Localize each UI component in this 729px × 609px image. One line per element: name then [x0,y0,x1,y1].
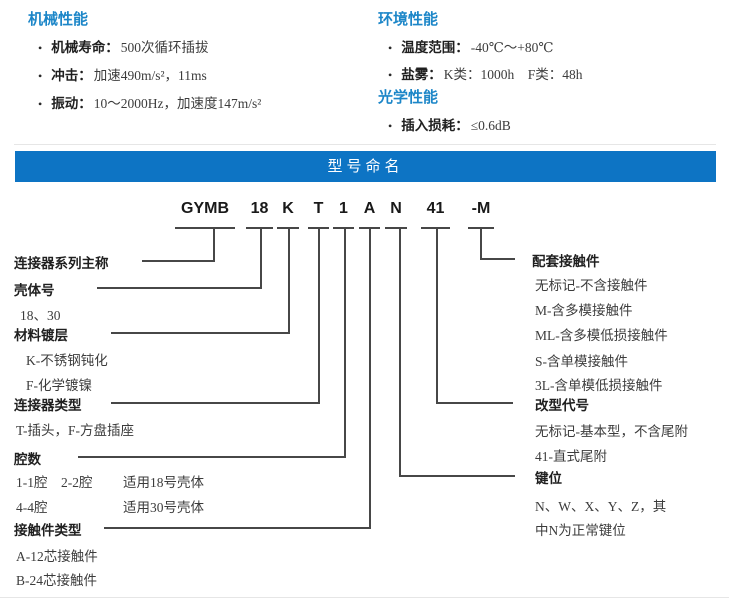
plating-option: F-化学镀镍 [26,378,93,393]
contact-option: A-12芯接触件 [16,549,98,564]
bullet-icon: • [388,41,393,55]
bullet-icon: • [38,41,43,55]
spec-label: 冲击： [51,68,92,83]
vline-cavity [344,229,346,458]
key-option: N、W、X、Y、Z，其 [535,499,667,514]
bottom-divider [0,597,729,598]
bullet-icon: • [38,69,43,83]
cavity-use: 适用30号壳体 [123,500,204,515]
underline-key [385,227,407,229]
label-series: 连接器系列主称 [14,256,109,271]
mating-option: S-含单模接触件 [535,354,629,369]
spec-row-insertion-loss: • 插入损耗： ≤0.6dB [388,114,511,134]
vline-series [213,229,215,262]
label-mating-contacts: 配套接触件 [532,254,600,269]
underline-mating [468,227,494,229]
hline-shell [97,287,262,289]
spec-value: -40℃～+80℃ [470,40,554,55]
label-connector-type: 连接器类型 [14,398,82,413]
spec-row-salt-spray: • 盐雾： K类：1000h F类：48h [388,63,582,83]
spec-label: 插入损耗： [401,118,469,133]
cavity-codes: 4-4腔 [16,500,48,515]
code-segment-contact: A [363,200,376,217]
code-segment-mating: -M [471,200,491,217]
vline-type [318,229,320,404]
label-key-position: 键位 [535,471,562,486]
vline-key [399,229,401,477]
shell-options: 18、30 [20,308,61,323]
spec-label: 盐雾： [401,67,442,82]
underline-shell [246,227,273,229]
cavity-codes: 1-1腔 2-2腔 [16,475,93,490]
hline-variant [436,402,513,404]
spec-label: 机械寿命： [51,40,119,55]
key-option: 中N为正常键位 [535,523,626,538]
hline-cavity [78,456,346,458]
vline-variant [436,229,438,404]
bullet-icon: • [388,119,393,133]
code-segment-shell: 18 [250,200,269,217]
vline-plating [288,229,290,334]
connector-type-option: T-插头，F-方盘插座 [16,423,135,438]
spec-value: K类：1000h F类：48h [443,67,583,82]
spec-row-temperature: • 温度范围： -40℃～+80℃ [388,36,554,56]
spec-row-mechanical-life: • 机械寿命： 500次循环插拔 [38,36,208,56]
contact-option: B-24芯接触件 [16,573,97,588]
plating-option: K-不锈钢钝化 [26,353,108,368]
label-cavity: 腔数 [14,452,41,467]
spec-label: 温度范围： [401,40,469,55]
hline-mating [480,258,515,260]
code-segment-type: T [313,200,324,217]
hline-plating [111,332,290,334]
hline-series [142,260,215,262]
vline-contact [369,229,371,529]
underline-cavity [333,227,354,229]
hline-contact [104,527,371,529]
spec-row-shock: • 冲击： 加速490m/s²，11ms [38,64,207,84]
label-contact-type: 接触件类型 [14,523,82,538]
environmental-performance-heading: 环境性能 [378,11,439,28]
underline-variant [421,227,450,229]
spec-value: ≤0.6dB [470,118,511,133]
spec-row-vibration: • 振动： 10～2000Hz，加速度147m/s² [38,92,261,112]
vline-shell [260,229,262,289]
underline-plating [277,227,299,229]
mating-option: 无标记-不含接触件 [535,278,648,293]
model-naming-banner: 型号命名 [15,151,716,182]
code-segment-series: GYMB [181,200,229,217]
mating-option: 3L-含单模低损接触件 [535,378,663,393]
bullet-icon: • [388,68,393,82]
underline-type [308,227,329,229]
code-segment-variant: 41 [426,200,445,217]
banner-title: 型号命名 [327,158,404,175]
code-segment-key: N [390,200,402,217]
label-plating: 材料镀层 [14,328,68,343]
label-shell: 壳体号 [14,283,55,298]
spec-label: 振动： [51,96,92,111]
vline-mating [480,229,482,260]
underline-series [175,227,235,229]
spec-value: 加速490m/s²，11ms [93,68,207,83]
spec-value: 10～2000Hz，加速度147m/s² [93,96,262,111]
bullet-icon: • [38,97,43,111]
variant-option: 无标记-基本型，不含尾附 [535,424,688,439]
variant-option: 41-直式尾附 [535,449,607,464]
cavity-use: 适用18号壳体 [123,475,204,490]
code-segment-plating: K [282,200,294,217]
hline-key [399,475,515,477]
spec-value: 500次循环插拔 [120,40,209,55]
underline-contact [359,227,380,229]
code-segment-cavity: 1 [339,200,348,217]
hline-type [111,402,320,404]
section-divider [14,144,716,145]
mating-option: ML-含多模低损接触件 [535,328,668,343]
optical-performance-heading: 光学性能 [378,89,439,106]
label-variant-code: 改型代号 [535,398,589,413]
mechanical-performance-heading: 机械性能 [28,11,89,28]
mating-option: M-含多模接触件 [535,303,633,318]
